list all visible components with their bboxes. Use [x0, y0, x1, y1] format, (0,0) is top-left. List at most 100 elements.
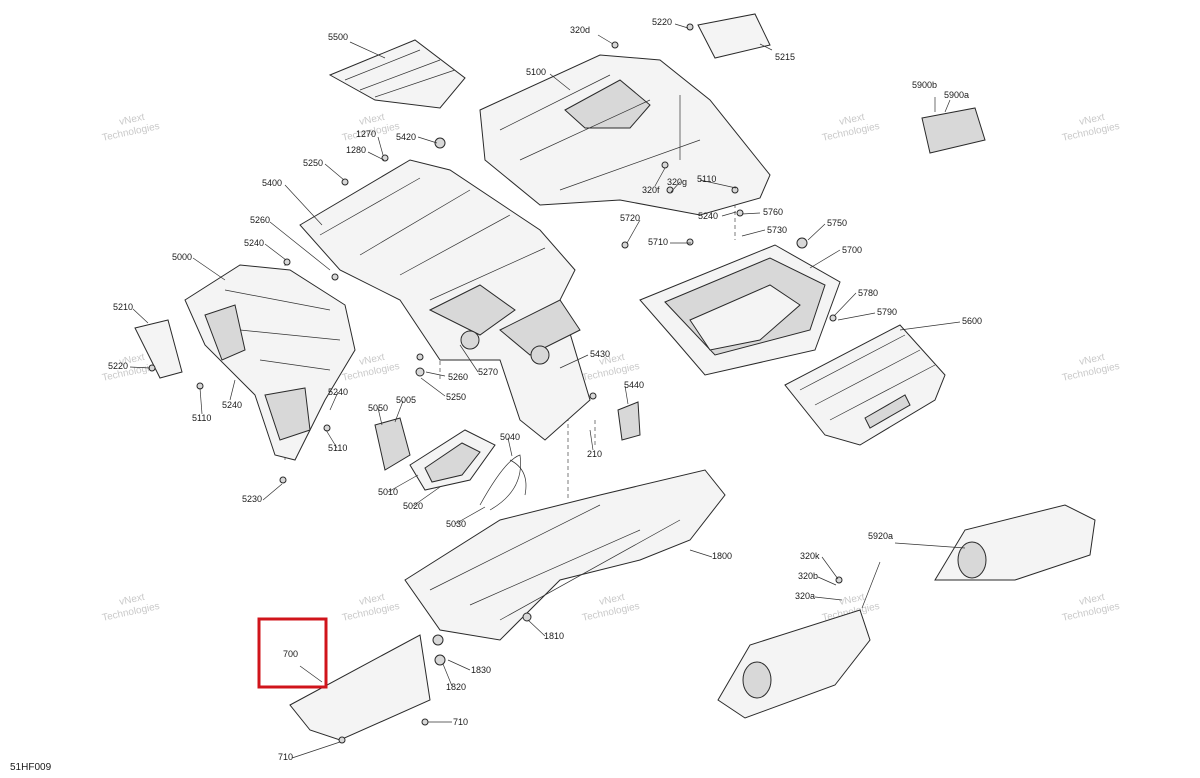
callout-label[interactable]: 5240	[244, 238, 264, 248]
callout-labels: 5500 320d 5220 5215 5100 5900b 5900a 127…	[108, 17, 982, 762]
part-1800-floor-panel[interactable]	[404, 469, 726, 641]
callout-label[interactable]: 5005	[396, 395, 416, 405]
part-5030-trim-strip[interactable]	[479, 454, 527, 511]
callout-label[interactable]: 5400	[262, 178, 282, 188]
watermark-line: vNext	[118, 592, 146, 608]
callout-label[interactable]: 320k	[800, 551, 820, 561]
callout-label[interactable]: 5230	[242, 494, 262, 504]
callout-label[interactable]: 710	[453, 717, 468, 727]
callout-label[interactable]: 5210	[113, 302, 133, 312]
callout-label[interactable]: 1830	[471, 665, 491, 675]
callout-label[interactable]: 320f	[642, 185, 660, 195]
watermark-line: vNext	[118, 112, 146, 128]
callout-label[interactable]: 5250	[303, 158, 323, 168]
callout-label[interactable]: 5010	[378, 487, 398, 497]
part-5500-panel[interactable]	[328, 39, 466, 109]
part-700-lower-panel[interactable]	[289, 634, 431, 741]
fasteners	[148, 23, 843, 744]
callout-label[interactable]: 5750	[827, 218, 847, 228]
watermark-line: vNext	[838, 112, 866, 128]
callout-label[interactable]: 320d	[570, 25, 590, 35]
callout-label[interactable]: 710	[278, 752, 293, 762]
callout-label[interactable]: 5430	[590, 349, 610, 359]
callout-label[interactable]: 5440	[624, 380, 644, 390]
part-5900a-reflector[interactable]	[921, 107, 986, 154]
callout-label[interactable]: 5110	[192, 413, 211, 423]
part-5600-lid[interactable]	[784, 324, 946, 446]
callout-label[interactable]: 5100	[526, 67, 546, 77]
callout-label[interactable]: 5500	[328, 32, 348, 42]
callout-label[interactable]: 700	[283, 649, 298, 659]
callout-label[interactable]: 5240	[328, 387, 348, 397]
leader-lines	[129, 23, 966, 759]
part-5210-piece[interactable]	[134, 319, 183, 379]
watermark-line: vNext	[598, 352, 626, 368]
callout-label[interactable]: 5710	[648, 237, 668, 247]
callout-label[interactable]: 5260	[250, 215, 270, 225]
callout-label[interactable]: 5260	[448, 372, 468, 382]
callout-label[interactable]: 5600	[962, 316, 982, 326]
callout-label[interactable]: 5760	[763, 207, 783, 217]
callout-label[interactable]: 320a	[795, 591, 815, 601]
callout-label[interactable]: 5240	[222, 400, 242, 410]
callout-label[interactable]: 5050	[368, 403, 388, 413]
callout-label[interactable]: 5270	[478, 367, 498, 377]
callout-label[interactable]: 5110	[697, 174, 716, 184]
callout-label[interactable]: 5000	[172, 252, 192, 262]
callout-label[interactable]: 5720	[620, 213, 640, 223]
callout-label[interactable]: 1280	[346, 145, 366, 155]
watermark-line: vNext	[598, 592, 626, 608]
watermark-line: vNext	[838, 592, 866, 608]
watermark-line: vNext	[358, 112, 386, 128]
callout-label[interactable]: 5420	[396, 132, 416, 142]
watermark-line: vNext	[118, 352, 146, 368]
part-5400-central-frame[interactable]	[299, 159, 591, 441]
callout-label[interactable]: 5040	[500, 432, 520, 442]
part-5000-side-panel[interactable]	[184, 264, 356, 461]
callout-label[interactable]: 5220	[652, 17, 672, 27]
callout-label[interactable]: 1800	[712, 551, 732, 561]
part-5920a-muffler-upper[interactable]	[934, 504, 1096, 581]
callout-label[interactable]: 1820	[446, 682, 466, 692]
callout-label[interactable]: 5780	[858, 288, 878, 298]
part-5920a-muffler-lower[interactable]	[717, 609, 871, 719]
drawing-code: 51HF009	[10, 762, 52, 773]
callout-label[interactable]: 5240	[698, 211, 718, 221]
part-5440-clip[interactable]	[617, 401, 641, 441]
callout-label[interactable]: 5020	[403, 501, 423, 511]
part-5100-upper-body[interactable]	[479, 54, 771, 216]
watermark-line: vNext	[358, 592, 386, 608]
watermark-line: vNext	[1078, 112, 1106, 128]
callout-label[interactable]: 1270	[356, 129, 376, 139]
callout-label[interactable]: 5110	[328, 443, 347, 453]
callout-label[interactable]: 320b	[798, 571, 818, 581]
highlight-box	[257, 617, 328, 689]
callout-label[interactable]: 5250	[446, 392, 466, 402]
part-5010-gauge-bezel[interactable]	[409, 429, 496, 491]
callout-label[interactable]: 5700	[842, 245, 862, 255]
callout-label[interactable]: 5030	[446, 519, 466, 529]
callout-label[interactable]: 5920a	[868, 531, 893, 541]
part-5005-bracket[interactable]	[374, 417, 411, 471]
callout-label[interactable]: 320g	[667, 177, 687, 187]
callout-label[interactable]: 210	[587, 449, 602, 459]
callout-label[interactable]: 1810	[544, 631, 564, 641]
callout-label[interactable]: 5215	[775, 52, 795, 62]
callout-label[interactable]: 5900a	[944, 90, 969, 100]
callout-label[interactable]: 5900b	[912, 80, 937, 90]
callout-label[interactable]: 5790	[877, 307, 897, 317]
watermark-line: vNext	[1078, 352, 1106, 368]
callout-label[interactable]: 5730	[767, 225, 787, 235]
part-5700-storage-tray[interactable]	[639, 244, 841, 376]
part-5215-cover[interactable]	[697, 13, 771, 59]
callout-label[interactable]: 5220	[108, 361, 128, 371]
